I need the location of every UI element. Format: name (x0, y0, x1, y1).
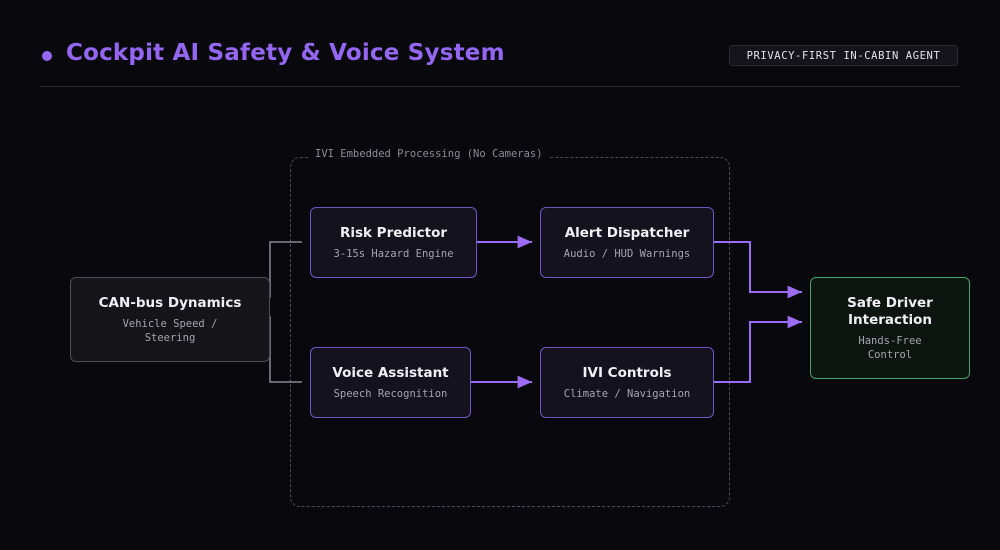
page-title: Cockpit AI Safety & Voice System (66, 40, 505, 66)
node-title: Risk Predictor (339, 224, 448, 241)
arrow-ivi-to-safe (714, 315, 802, 383)
node-title: CAN-bus Dynamics (98, 294, 242, 311)
node-can-bus-dynamics: CAN-bus Dynamics Vehicle Speed / Steerin… (70, 277, 270, 362)
node-risk-predictor: Risk Predictor 3-15s Hazard Engine (310, 207, 477, 278)
node-safe-driver-interaction: Safe Driver Interaction Hands-Free Contr… (810, 277, 970, 379)
node-title: Voice Assistant (332, 364, 449, 381)
node-title: IVI Controls (582, 364, 672, 381)
node-subtitle: Speech Recognition (333, 387, 448, 400)
title-bullet-icon (42, 51, 52, 61)
node-subtitle: Climate / Navigation (563, 387, 691, 400)
privacy-badge: PRIVACY-FIRST IN-CABIN AGENT (729, 45, 958, 66)
node-subtitle: Audio / HUD Warnings (563, 247, 691, 260)
node-title: Alert Dispatcher (564, 224, 690, 241)
arrow-alert-to-safe (714, 241, 802, 299)
node-title: Safe Driver Interaction (847, 294, 933, 328)
ivi-processing-group-label: IVI Embedded Processing (No Cameras) (309, 148, 549, 160)
node-subtitle: 3-15s Hazard Engine (333, 247, 454, 260)
node-subtitle: Hands-Free Control (858, 334, 922, 361)
node-voice-assistant: Voice Assistant Speech Recognition (310, 347, 471, 418)
node-subtitle: Vehicle Speed / Steering (122, 317, 218, 344)
node-ivi-controls: IVI Controls Climate / Navigation (540, 347, 714, 418)
node-alert-dispatcher: Alert Dispatcher Audio / HUD Warnings (540, 207, 714, 278)
header-divider (40, 86, 960, 87)
